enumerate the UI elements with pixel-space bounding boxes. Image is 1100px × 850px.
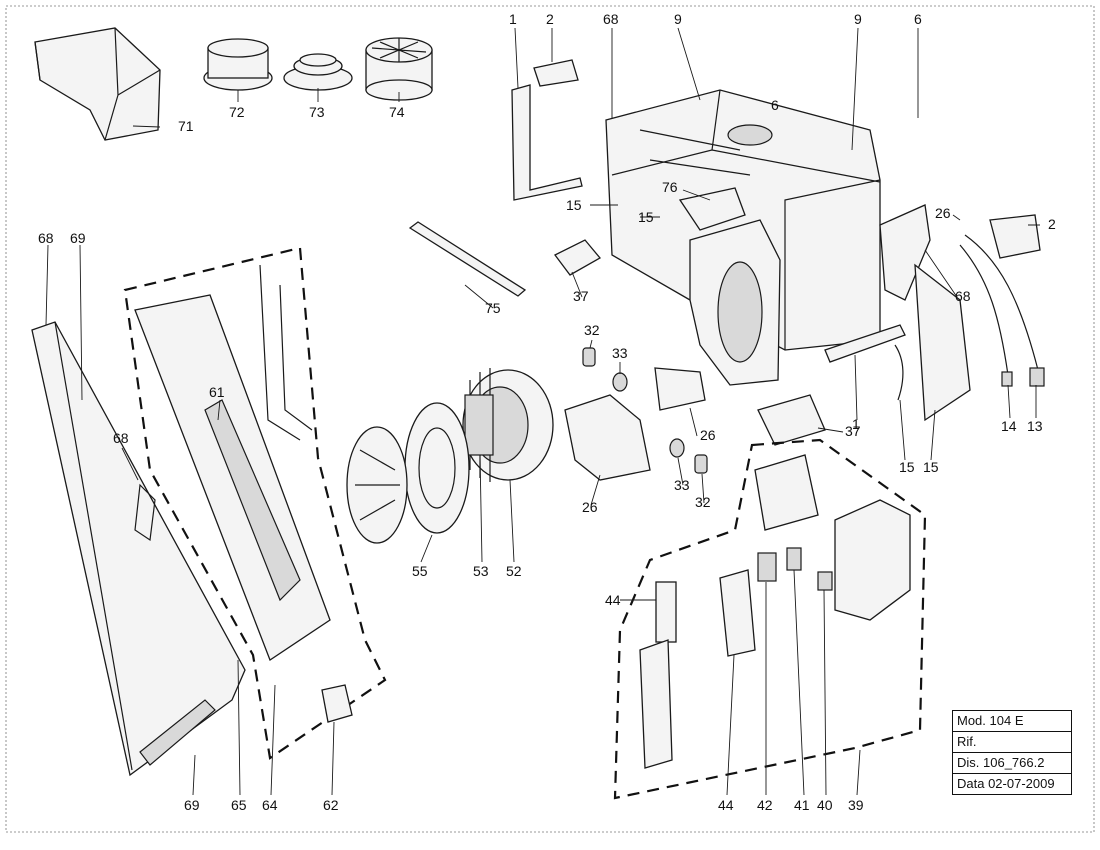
part-2-clip-right [989,214,1041,259]
title-block: Mod. 104 E Rif. Dis. 106_766.2 Data 02-0… [952,710,1072,795]
part-39-control-box [834,499,911,621]
callout-9-a: 9 [674,11,682,27]
callout-74: 74 [389,104,405,120]
callout-39: 39 [848,797,864,813]
callout-72: 72 [229,104,245,120]
callout-53: 53 [473,563,489,579]
callout-33-upper: 33 [612,345,628,361]
part-55-inlet-plate [404,402,470,534]
part-13-14-power-cords [959,234,1045,387]
part-chassis-housing [605,89,881,351]
leader-lines [45,27,1040,796]
callout-44-a: 44 [605,592,621,608]
callout-15-c: 15 [899,459,915,475]
drawing-number: Dis. 106_766.2 [953,753,1071,774]
callout-69-top: 69 [70,230,86,246]
callout-71: 71 [178,118,194,134]
callout-6-top: 6 [914,11,922,27]
callout-75: 75 [485,300,501,316]
part-37-switch-upper [554,239,601,276]
part-rods [259,264,313,441]
callout-64: 64 [262,797,278,813]
part-40-terminal [817,571,833,591]
drawing-date: Data 02-07-2009 [957,776,1055,791]
callout-13: 13 [1027,418,1043,434]
part-2-clip [533,59,579,87]
callout-14: 14 [1001,418,1017,434]
callout-15-b: 15 [638,209,654,225]
part-44-pcb [639,569,756,769]
part-32-lamp [582,347,708,474]
callout-68-right: 68 [955,288,971,304]
part-76-scroll-housing [678,187,781,386]
callout-1-right: 1 [852,416,860,432]
callout-2-right: 2 [1048,216,1056,232]
callout-37-lower: 37 [845,423,861,439]
part-41-relay [786,547,802,571]
callout-69-bottom: 69 [184,797,200,813]
callout-76: 76 [662,179,678,195]
part-61-filter-frame [134,294,331,661]
subassembly-outline-electronics [613,438,927,800]
part-74-damper-collar [365,37,433,101]
part-15-side-plate-right [914,263,971,422]
part-1-bracket [511,84,583,201]
callout-40: 40 [817,797,833,813]
callout-68-top: 68 [603,11,619,27]
callout-labels: 1 2 68 9 9 6 6 71 72 73 74 76 15 15 26 2… [38,11,1056,813]
subassembly-outline-left [123,246,387,760]
callout-15-a: 15 [566,197,582,213]
callout-6-mid: 6 [771,97,779,113]
part-42-relay [757,552,777,582]
part-62-latch [321,684,353,723]
part-37-switch-lower [757,394,826,446]
callout-26-low: 26 [582,499,598,515]
reference-label: Rif. [953,732,1071,753]
callout-65: 65 [231,797,247,813]
model-label: Mod. 104 E [953,711,1071,732]
callout-52: 52 [506,563,522,579]
part-fan-front-disc [346,426,408,544]
part-75-filter-strip [408,221,527,297]
callout-55: 55 [412,563,428,579]
callout-61: 61 [209,384,225,400]
part-53-motor [464,394,494,456]
part-board-cover [754,454,819,531]
part-33-lampholder [612,372,685,458]
callout-68-left: 68 [113,430,129,446]
callout-26-mid: 26 [700,427,716,443]
callout-42: 42 [757,797,773,813]
callout-68-far-left: 68 [38,230,54,246]
callout-44-b: 44 [718,797,734,813]
part-73-collar [283,53,353,91]
callout-62: 62 [323,797,339,813]
callout-33-lower: 33 [674,477,690,493]
part-71-panel [34,27,161,141]
callout-32-lower: 32 [695,494,711,510]
part-1-bracket-right [824,324,906,363]
callout-32-upper: 32 [584,322,600,338]
callout-1-top: 1 [509,11,517,27]
part-72-collar [203,38,273,91]
callout-41: 41 [794,797,810,813]
part-15-hook [894,344,904,401]
part-26-motor-bracket [564,367,706,481]
callout-15-d: 15 [923,459,939,475]
callout-2-top: 2 [546,11,554,27]
callout-26-right: 26 [935,205,951,221]
callout-37-upper: 37 [573,288,589,304]
callout-9-b: 9 [854,11,862,27]
callout-73: 73 [309,104,325,120]
part-68-69-front-panel [31,321,246,777]
